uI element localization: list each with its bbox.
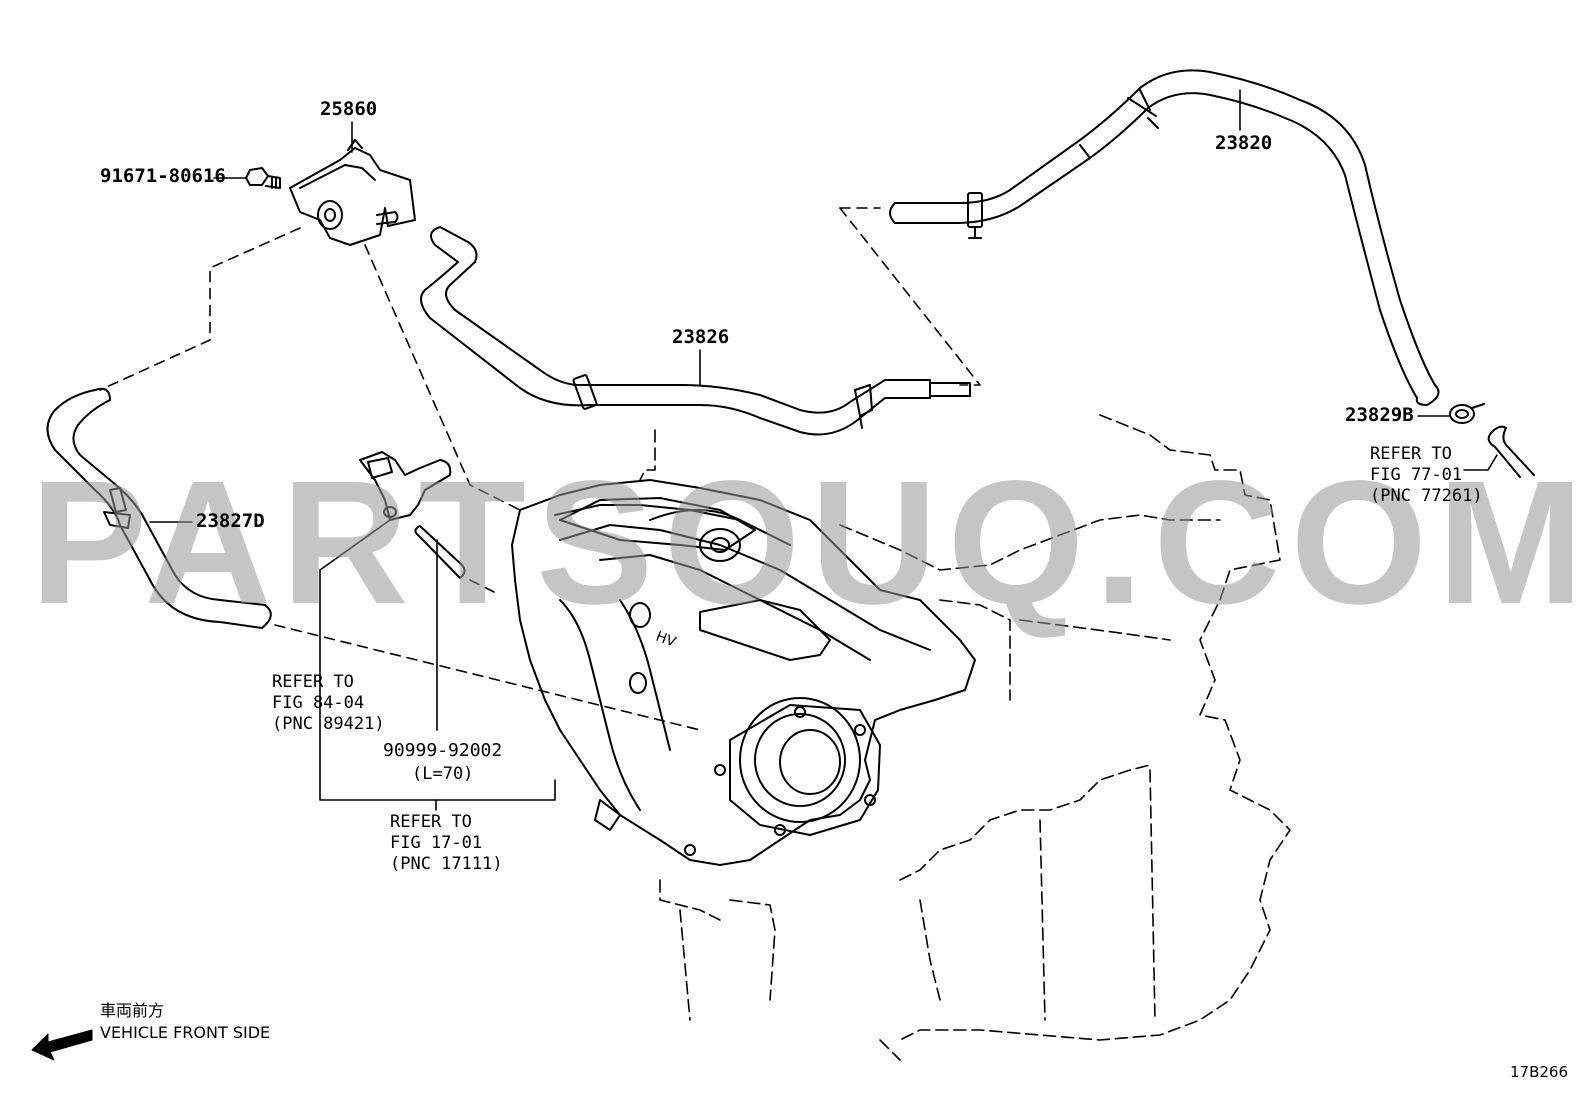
- engine-outline: [639, 414, 1291, 1061]
- bolt-91671-80616: [245, 167, 281, 189]
- connection-lines: [99, 207, 981, 731]
- legend-japanese: 車両前方: [100, 1001, 165, 1020]
- hose-23827d: [46, 387, 272, 629]
- callout-23827d[interactable]: 23827D: [196, 510, 265, 532]
- ref-line: REFER TO: [390, 812, 472, 832]
- callout-23826[interactable]: 23826: [672, 326, 730, 348]
- length-note: (L=70): [412, 764, 474, 784]
- clamp-23829b: [1449, 403, 1535, 478]
- ref-line: FIG 84-04: [272, 693, 365, 713]
- reference-fig-17-01[interactable]: REFER TO FIG 17-01 (PNC 17111): [390, 812, 503, 875]
- figure-id: 17B266: [1509, 1063, 1568, 1081]
- ref-line: FIG 17-01: [390, 833, 483, 853]
- sensor-connector: [359, 451, 452, 521]
- hose-90999-92002: [414, 525, 466, 579]
- svg-text:HV: HV: [654, 629, 679, 651]
- watermark: PARTSOUQ.COM: [30, 445, 1592, 641]
- callout-91671-80616[interactable]: 91671-80616: [100, 165, 226, 187]
- ref-line: (PNC 89421): [272, 714, 385, 734]
- ref-line: REFER TO: [272, 672, 354, 692]
- ref-line: (PNC 17111): [390, 854, 503, 874]
- hose-23826: [420, 226, 971, 436]
- legend-english: VEHICLE FRONT SIDE: [100, 1023, 271, 1042]
- leader-lines: [149, 89, 1498, 811]
- callout-23829b[interactable]: 23829B: [1345, 404, 1414, 426]
- vsv-25860: [289, 139, 416, 246]
- callout-90999-92002[interactable]: 90999-92002: [383, 740, 503, 761]
- ref-line: FIG 77-01: [1370, 465, 1463, 485]
- intake-manifold: HV: [511, 479, 976, 866]
- ref-line: (PNC 77261): [1370, 486, 1483, 506]
- callout-23820[interactable]: 23820: [1215, 132, 1273, 154]
- reference-fig-84-04[interactable]: REFER TO FIG 84-04 (PNC 89421): [272, 672, 385, 735]
- hose-23820: [889, 69, 1440, 406]
- reference-fig-77-01[interactable]: REFER TO FIG 77-01 (PNC 77261): [1370, 444, 1483, 507]
- vehicle-front-legend: 車両前方 VEHICLE FRONT SIDE: [100, 1000, 270, 1044]
- arrow-left-icon: [31, 1029, 93, 1061]
- callout-25860[interactable]: 25860: [320, 98, 378, 120]
- ref-line: REFER TO: [1370, 444, 1452, 464]
